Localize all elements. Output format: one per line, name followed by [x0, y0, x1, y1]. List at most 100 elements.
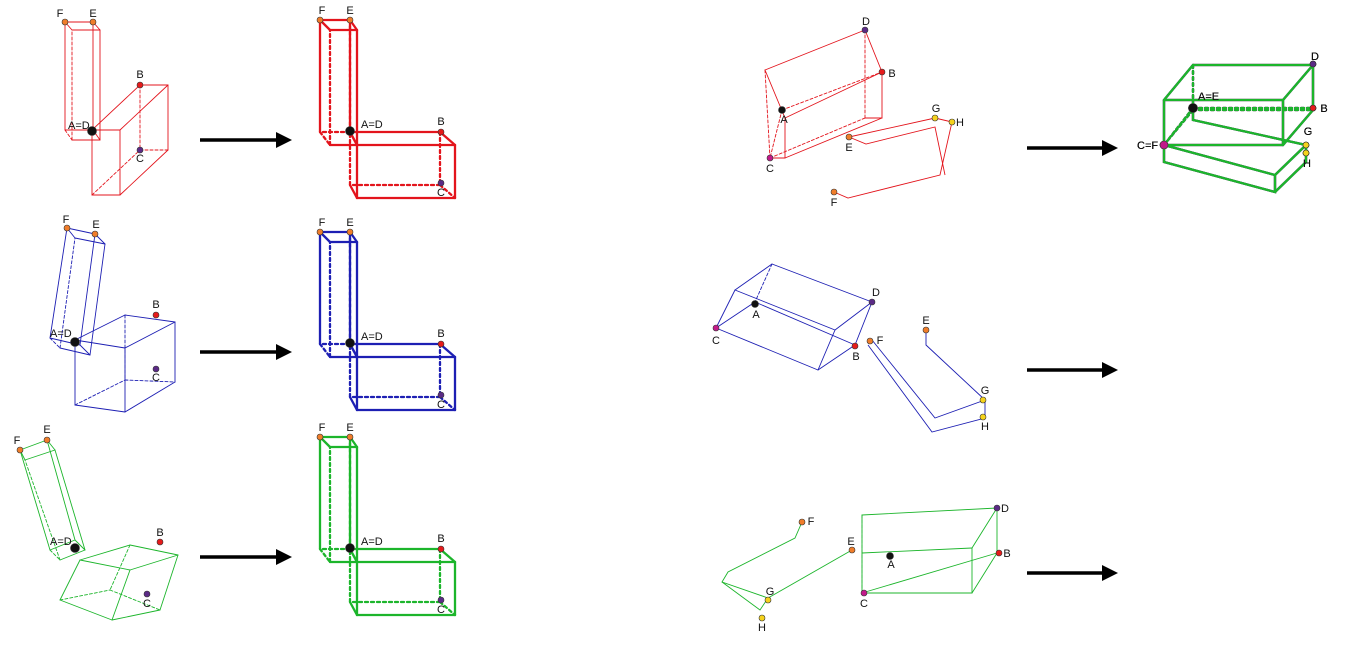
vertex-point [861, 26, 869, 34]
vertex-point [1159, 140, 1169, 150]
vertex-point [1309, 104, 1317, 112]
vertex-point [798, 518, 806, 526]
vertex-label: C [136, 153, 144, 165]
edge [59, 599, 113, 621]
vertex-label: E [346, 422, 353, 434]
vertex-label: B [437, 116, 444, 128]
vertex-point [712, 324, 720, 332]
edge [24, 459, 61, 561]
vertex-point [345, 126, 355, 136]
edge [721, 581, 769, 611]
vertex-label: E [92, 219, 99, 231]
edge [74, 339, 126, 349]
vertex-label: H [1303, 158, 1311, 170]
vertex-label: F [319, 217, 326, 229]
edge [19, 449, 51, 551]
vertex-label: G [981, 385, 990, 397]
vertex-point [437, 340, 445, 348]
right-arrow-icon [1027, 140, 1118, 156]
vertex-point [866, 337, 874, 345]
right-arrow-icon [200, 549, 292, 565]
vertex-point [16, 446, 24, 454]
vertex-label: A=D [50, 536, 72, 548]
edge [867, 339, 986, 433]
vertex-point [979, 413, 987, 421]
edge [1162, 143, 1277, 194]
edge [971, 507, 998, 549]
edge [159, 554, 179, 611]
edge [854, 301, 873, 346]
vertex-label: C [152, 372, 160, 384]
edge [734, 263, 773, 291]
vertex-point [437, 391, 445, 399]
after-shape: DBA=EC=FGH [1137, 51, 1328, 194]
edge [1191, 110, 1307, 147]
vertex-point [1302, 149, 1310, 157]
vertex-point [316, 16, 324, 24]
vertex-point [437, 128, 445, 136]
edge [861, 552, 998, 594]
edge [1274, 142, 1308, 193]
edge [49, 227, 68, 339]
vertex-label: C [437, 187, 445, 199]
vertex-point [89, 18, 97, 26]
vertex-label: C=F [1137, 140, 1158, 152]
edge [59, 589, 111, 601]
edge [66, 227, 96, 235]
vertex-label: B [437, 533, 444, 545]
edge [49, 539, 76, 551]
vertex-label: A=D [361, 119, 383, 131]
edge [1274, 142, 1308, 193]
edge [769, 109, 783, 159]
edge [848, 126, 946, 176]
vertex-point [91, 230, 99, 238]
vertex-point [778, 106, 786, 114]
vertex-point [346, 433, 354, 441]
vertex-label: H [981, 421, 989, 433]
vertex-point [136, 146, 144, 154]
vertex-label: F [63, 214, 70, 226]
vertex-point [995, 549, 1003, 557]
arrow-head [1102, 140, 1118, 156]
edge [124, 379, 176, 383]
vertex-point [766, 154, 774, 162]
edge [438, 183, 457, 200]
edge [715, 301, 756, 329]
vertex-label: E [922, 315, 929, 327]
vertex-point [143, 590, 151, 598]
vertex-label: E [847, 536, 854, 548]
edge [124, 381, 176, 413]
edge [64, 129, 73, 141]
vertex-label: B [1320, 103, 1327, 115]
edge [1162, 106, 1195, 147]
vertex-label: C=F [1137, 140, 1158, 152]
edge [74, 237, 106, 245]
vertex-point [845, 133, 853, 141]
edge [74, 314, 126, 341]
edge [925, 330, 986, 401]
vertex-point [922, 326, 930, 334]
vertex-label: D [1001, 503, 1009, 515]
vertex-label: B [152, 299, 159, 311]
edge [79, 544, 131, 561]
vertex-point [152, 311, 160, 319]
edge [91, 149, 141, 196]
vertex-label: G [1304, 126, 1313, 138]
edge [754, 301, 856, 346]
vertex-point [345, 543, 355, 553]
vertex-point [860, 589, 868, 597]
edge [318, 547, 332, 564]
edge [129, 554, 179, 571]
vertex-label: B [1003, 548, 1010, 560]
vertex-label: C [143, 598, 151, 610]
vertex-label: E [346, 217, 353, 229]
vertex-label: B [1320, 103, 1327, 115]
vertex-point [316, 228, 324, 236]
vertex-point [848, 546, 856, 554]
edge [1162, 143, 1277, 194]
